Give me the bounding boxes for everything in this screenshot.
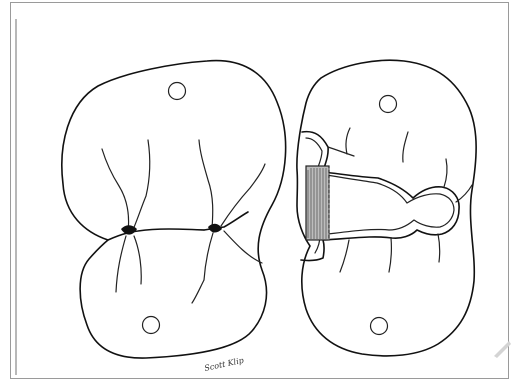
left-molar-outline bbox=[62, 61, 286, 358]
right-molar-proximal-box bbox=[306, 166, 329, 240]
right-molar-pins bbox=[371, 96, 397, 335]
watermark-fragment bbox=[494, 341, 511, 358]
left-molar-pins bbox=[143, 83, 186, 334]
right-molar-grooves bbox=[340, 128, 472, 272]
artist-signature: Scott Klip bbox=[204, 356, 245, 373]
left-molar-grooves bbox=[102, 140, 265, 303]
signature-text: Scott Klip bbox=[204, 356, 245, 373]
